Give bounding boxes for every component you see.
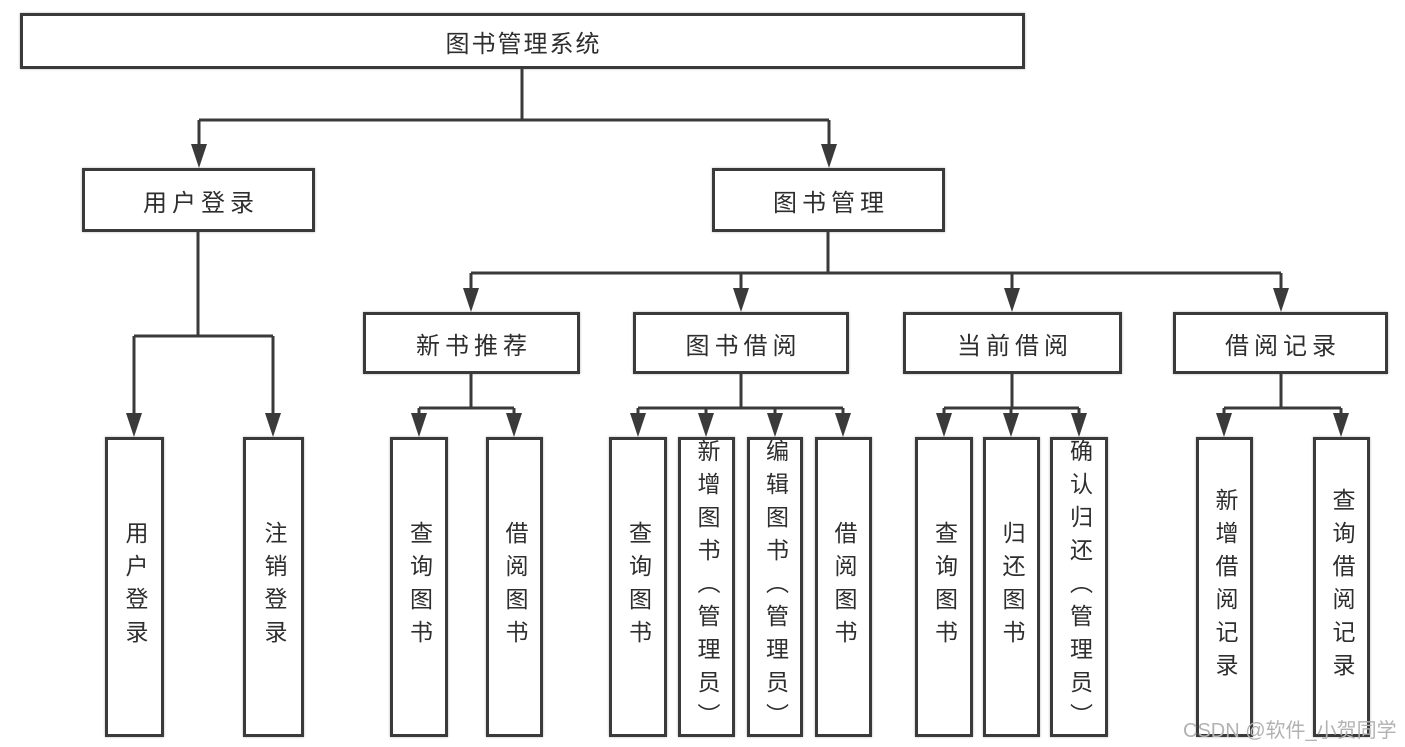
leaf-return-books: 归还图书	[983, 437, 1040, 737]
arrowhead-query-books-2	[630, 413, 646, 437]
leaf-label: 归还图书	[999, 521, 1025, 653]
arrowhead-leaf-user-login	[126, 413, 142, 437]
leaf-label: 查询图书	[931, 521, 958, 653]
leaf-query-books-borrowing: 查询图书	[609, 437, 667, 737]
connector-user-login-children	[132, 232, 275, 414]
node-new-book-recommendation: 新书推荐	[363, 312, 580, 374]
node-book-borrowing: 图书借阅	[633, 312, 849, 374]
leaf-logout: 注销登录	[243, 437, 304, 737]
connector-new-book-children	[417, 374, 516, 414]
leaf-borrow-books-recommend: 借阅图书	[486, 437, 543, 737]
arrowhead-book-borrowing	[733, 288, 749, 312]
leaf-label: 新增图书（管理员）	[694, 438, 720, 736]
leaf-borrow-books-borrowing: 借阅图书	[815, 437, 872, 737]
node-label: 新书推荐	[416, 332, 532, 360]
arrowhead-user-login	[191, 144, 207, 168]
node-label: 用户登录	[143, 189, 259, 217]
arrowhead-borrow-books-1	[506, 413, 522, 437]
leaf-label: 确认归还（管理员）	[1066, 438, 1093, 736]
connector-current-borrowing-children	[942, 374, 1081, 414]
arrowhead-current-borrowing	[1004, 288, 1020, 312]
leaf-query-books-recommend: 查询图书	[390, 437, 448, 737]
leaf-edit-book-admin: 编辑图书（管理员）	[747, 437, 803, 737]
leaf-query-books-current: 查询图书	[915, 437, 973, 737]
leaf-label: 借阅图书	[502, 521, 528, 653]
arrowhead-book-management	[821, 144, 837, 168]
node-label: 当前借阅	[957, 332, 1073, 360]
arrowhead-borrowing-records	[1273, 288, 1289, 312]
arrowhead-leaf-logout	[265, 413, 281, 437]
arrowhead-add-borrow-record	[1216, 413, 1232, 437]
arrowhead-query-books-3	[936, 413, 952, 437]
node-label: 借阅记录	[1225, 332, 1341, 360]
arrowhead-new-book-recommendation	[463, 288, 479, 312]
node-user-login: 用户登录	[82, 168, 315, 232]
arrowhead-return-books	[1003, 413, 1019, 437]
leaf-add-borrow-record: 新增借阅记录	[1196, 437, 1253, 737]
node-label: 图书管理系统	[445, 30, 602, 58]
arrowhead-edit-book	[767, 413, 783, 437]
leaf-query-borrow-record: 查询借阅记录	[1313, 437, 1370, 737]
connector-book-borrowing-children	[636, 374, 845, 414]
connector-book-management-children	[469, 232, 1283, 289]
node-library-management-system: 图书管理系统	[20, 13, 1025, 69]
node-current-borrowing: 当前借阅	[903, 312, 1122, 374]
leaf-label: 用户登录	[122, 521, 148, 653]
arrowhead-query-borrow-record	[1333, 413, 1349, 437]
leaf-label: 查询图书	[406, 521, 433, 653]
leaf-label: 新增借阅记录	[1212, 488, 1238, 686]
arrowhead-add-book	[698, 413, 714, 437]
arrowhead-confirm-return	[1071, 413, 1087, 437]
node-label: 图书管理	[773, 189, 889, 217]
arrowhead-query-books-1	[411, 413, 427, 437]
csdn-watermark: CSDN @软件_小贺同学	[1183, 720, 1397, 742]
leaf-label: 借阅图书	[831, 521, 857, 653]
leaf-label: 查询借阅记录	[1329, 488, 1355, 686]
leaf-label: 查询图书	[625, 521, 652, 653]
leaf-label: 编辑图书（管理员）	[762, 438, 789, 736]
node-borrowing-records: 借阅记录	[1173, 312, 1388, 374]
leaf-add-book-admin: 新增图书（管理员）	[678, 437, 735, 737]
arrowhead-borrow-books-2	[835, 413, 851, 437]
connector-borrowing-records-children	[1222, 374, 1343, 414]
connector-root-to-level2	[197, 69, 831, 145]
leaf-user-login: 用户登录	[105, 437, 164, 737]
leaf-confirm-return-admin: 确认归还（管理员）	[1050, 437, 1108, 737]
node-label: 图书借阅	[685, 332, 802, 360]
node-book-management: 图书管理	[712, 168, 945, 232]
leaf-label: 注销登录	[261, 521, 287, 653]
